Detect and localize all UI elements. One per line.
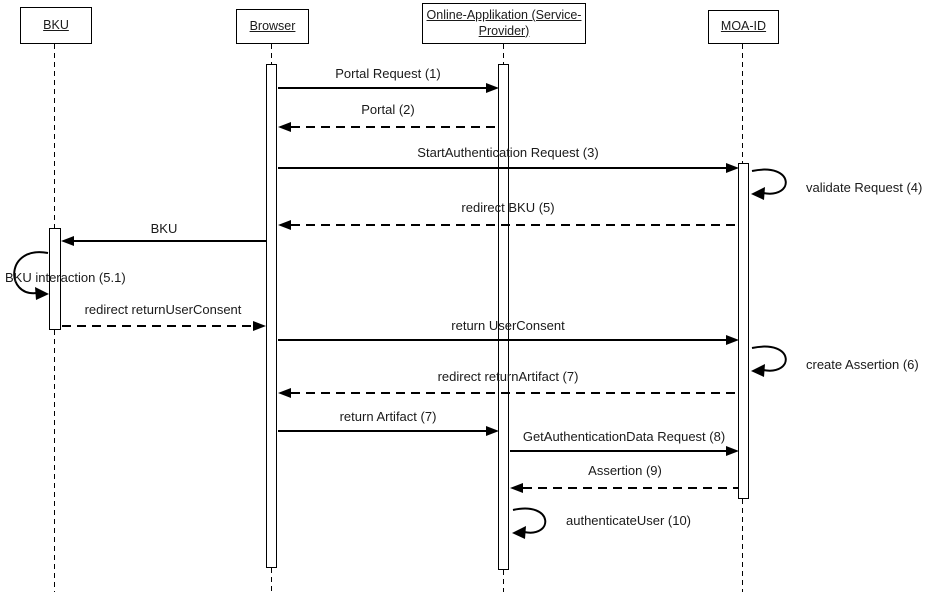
- msg-redirect-return-user-consent-label: redirect returnUserConsent: [84, 302, 242, 317]
- msg-return-artifact-line: [278, 430, 486, 432]
- msg-return-artifact-label: return Artifact (7): [339, 409, 437, 424]
- arrowhead-right-icon: [726, 163, 739, 173]
- msg-return-user-consent-line: [278, 339, 726, 341]
- self-loop-create-assertion-icon: [751, 345, 787, 377]
- activation-moa-id: [738, 163, 749, 499]
- lifeline-browser: [271, 44, 272, 64]
- lifeline-browser: [271, 568, 272, 592]
- msg-redirect-return-user-consent-line: [62, 325, 253, 327]
- arrowhead-left-icon: [278, 122, 291, 132]
- msg-redirect-return-artifact-line: [291, 392, 738, 394]
- actor-bku: BKU: [20, 7, 92, 44]
- lifeline-bku: [54, 44, 55, 228]
- activation-bku: [49, 228, 61, 330]
- arrowhead-left-icon: [510, 483, 523, 493]
- arrowhead-right-icon: [253, 321, 266, 331]
- msg-get-auth-data-label: GetAuthenticationData Request (8): [522, 429, 726, 444]
- msg-portal-line: [291, 126, 498, 128]
- actor-browser: Browser: [236, 9, 309, 44]
- self-loop-validate-request-icon: [751, 168, 787, 200]
- msg-bku-interaction-label: BKU interaction (5.1): [5, 270, 126, 285]
- arrowhead-right-icon: [486, 426, 499, 436]
- actor-online-app-label: Online-Applikation (Service-Provider): [426, 7, 582, 38]
- self-loop-bku-interaction-icon: [13, 251, 49, 300]
- lifeline-bku: [54, 330, 55, 592]
- arrowhead-left-icon: [278, 388, 291, 398]
- lifeline-moa-id: [742, 44, 743, 163]
- arrowhead-right-icon: [726, 335, 739, 345]
- msg-redirect-bku-line: [291, 224, 738, 226]
- arrowhead-right-icon: [486, 83, 499, 93]
- actor-moa-id-label: MOA-ID: [720, 19, 767, 34]
- activation-browser: [266, 64, 277, 568]
- msg-portal-request-label: Portal Request (1): [335, 66, 441, 81]
- msg-assertion-line: [523, 487, 738, 489]
- msg-return-user-consent-label: return UserConsent: [451, 318, 565, 333]
- arrowhead-left-icon: [278, 220, 291, 230]
- actor-bku-label: BKU: [43, 17, 69, 32]
- msg-portal-request-line: [278, 87, 486, 89]
- msg-portal-label: Portal (2): [361, 102, 415, 117]
- msg-start-auth-label: StartAuthentication Request (3): [417, 145, 599, 160]
- msg-redirect-return-artifact-label: redirect returnArtifact (7): [437, 369, 579, 384]
- actor-moa-id: MOA-ID: [708, 10, 779, 44]
- msg-start-auth-line: [278, 167, 726, 169]
- msg-create-assertion-label: create Assertion (6): [806, 357, 919, 372]
- msg-get-auth-data-line: [510, 450, 726, 452]
- self-loop-authenticate-user-icon: [512, 507, 547, 539]
- lifeline-online-app: [503, 44, 504, 64]
- msg-authenticate-user-label: authenticateUser (10): [566, 513, 692, 528]
- arrowhead-left-icon: [61, 236, 74, 246]
- activation-online-app: [498, 64, 509, 570]
- arrowhead-right-icon: [726, 446, 739, 456]
- msg-bku-line: [74, 240, 266, 242]
- msg-validate-request-label: validate Request (4): [806, 180, 923, 195]
- msg-bku-label: BKU: [150, 221, 178, 236]
- msg-assertion-label: Assertion (9): [588, 463, 662, 478]
- lifeline-moa-id: [742, 499, 743, 592]
- msg-redirect-bku-label: redirect BKU (5): [461, 200, 555, 215]
- lifeline-online-app: [503, 570, 504, 592]
- actor-browser-label: Browser: [249, 18, 296, 33]
- actor-online-app: Online-Applikation (Service-Provider): [422, 3, 586, 44]
